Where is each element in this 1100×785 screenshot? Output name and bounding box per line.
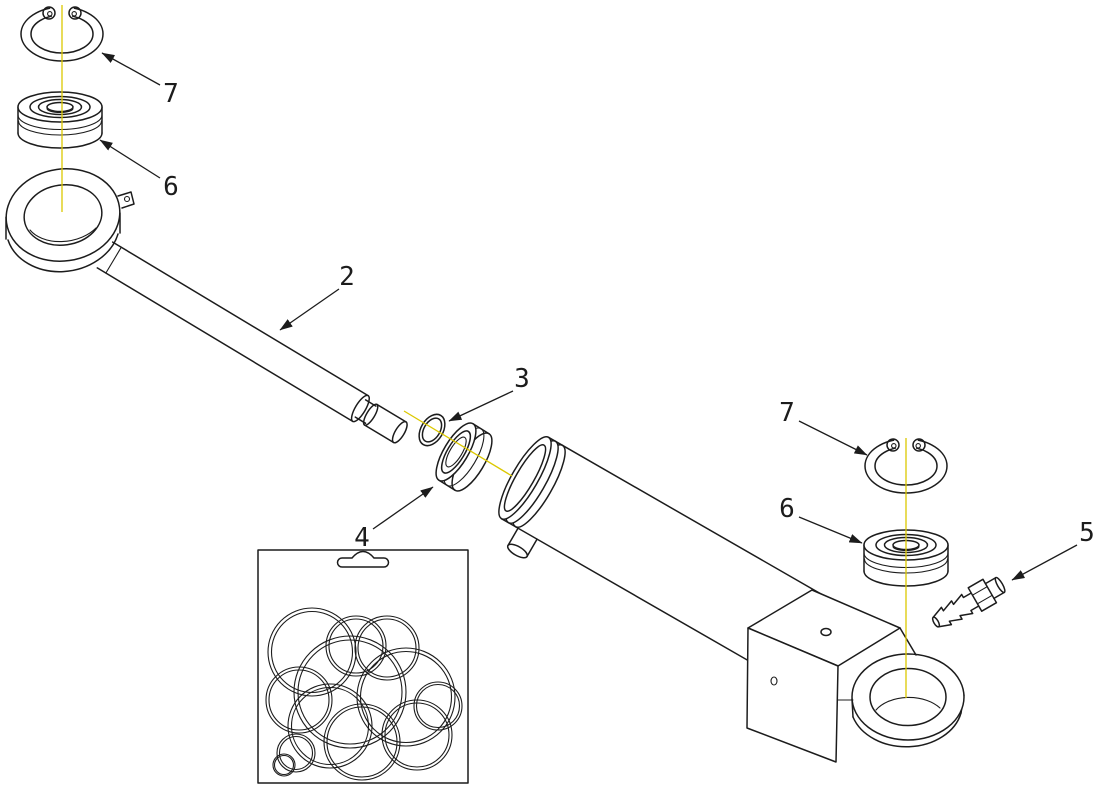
o-ring xyxy=(290,686,370,766)
o-ring xyxy=(323,703,401,781)
o-ring xyxy=(268,669,330,731)
o-ring xyxy=(265,666,333,734)
arrow-to-circlip-left xyxy=(101,52,161,86)
block-front-hole xyxy=(770,676,778,686)
callout-4: 4 xyxy=(354,523,370,553)
spherical-bearing-left xyxy=(17,91,103,149)
callout-7-right: 7 xyxy=(779,398,795,428)
arrow-to-bearing-left xyxy=(99,139,161,179)
o-ring xyxy=(354,615,420,681)
o-ring xyxy=(415,683,461,729)
piston-rod xyxy=(5,168,408,444)
o-ring xyxy=(413,681,463,731)
centerlines xyxy=(61,5,907,698)
callout-7-left: 7 xyxy=(163,79,179,109)
o-ring xyxy=(270,610,354,694)
arrow-to-gland xyxy=(372,486,434,530)
o-ring xyxy=(357,618,417,678)
o-ring xyxy=(267,607,357,697)
arrow-to-rod xyxy=(279,288,340,331)
callout-labels: 7 6 2 3 4 7 6 5 xyxy=(163,79,1095,553)
o-ring xyxy=(293,635,407,749)
callout-6-left: 6 xyxy=(163,172,179,202)
arrow-to-circlip-right xyxy=(798,420,868,456)
block-top-hole xyxy=(820,627,832,637)
callout-6-right: 6 xyxy=(779,494,795,524)
o-ring xyxy=(326,706,398,778)
o-ring xyxy=(278,735,314,771)
o-ring xyxy=(276,733,316,773)
arrow-to-bearing-right xyxy=(798,516,863,544)
o-ring xyxy=(272,753,296,777)
seal-kit-bag xyxy=(257,549,469,784)
o-rings xyxy=(265,607,463,781)
callout-2: 2 xyxy=(339,262,355,292)
clevis-eye-right xyxy=(851,653,965,748)
callout-5: 5 xyxy=(1079,518,1095,548)
o-ring xyxy=(297,639,403,745)
centerline-seal-axis xyxy=(403,410,513,477)
o-ring xyxy=(356,647,456,747)
rod-seal-gland xyxy=(435,422,493,492)
hang-hole xyxy=(336,550,390,568)
backup-ring xyxy=(418,413,446,447)
arrow-to-backup-ring xyxy=(448,390,514,422)
barb-fitting xyxy=(931,576,1006,628)
leader-arrows xyxy=(99,52,1078,581)
cylinder-body xyxy=(498,436,870,704)
o-ring xyxy=(273,754,295,776)
arrow-to-fitting xyxy=(1011,544,1078,581)
end-block xyxy=(746,589,917,763)
o-ring xyxy=(287,683,373,769)
o-ring xyxy=(328,618,384,674)
callout-3: 3 xyxy=(514,364,530,394)
